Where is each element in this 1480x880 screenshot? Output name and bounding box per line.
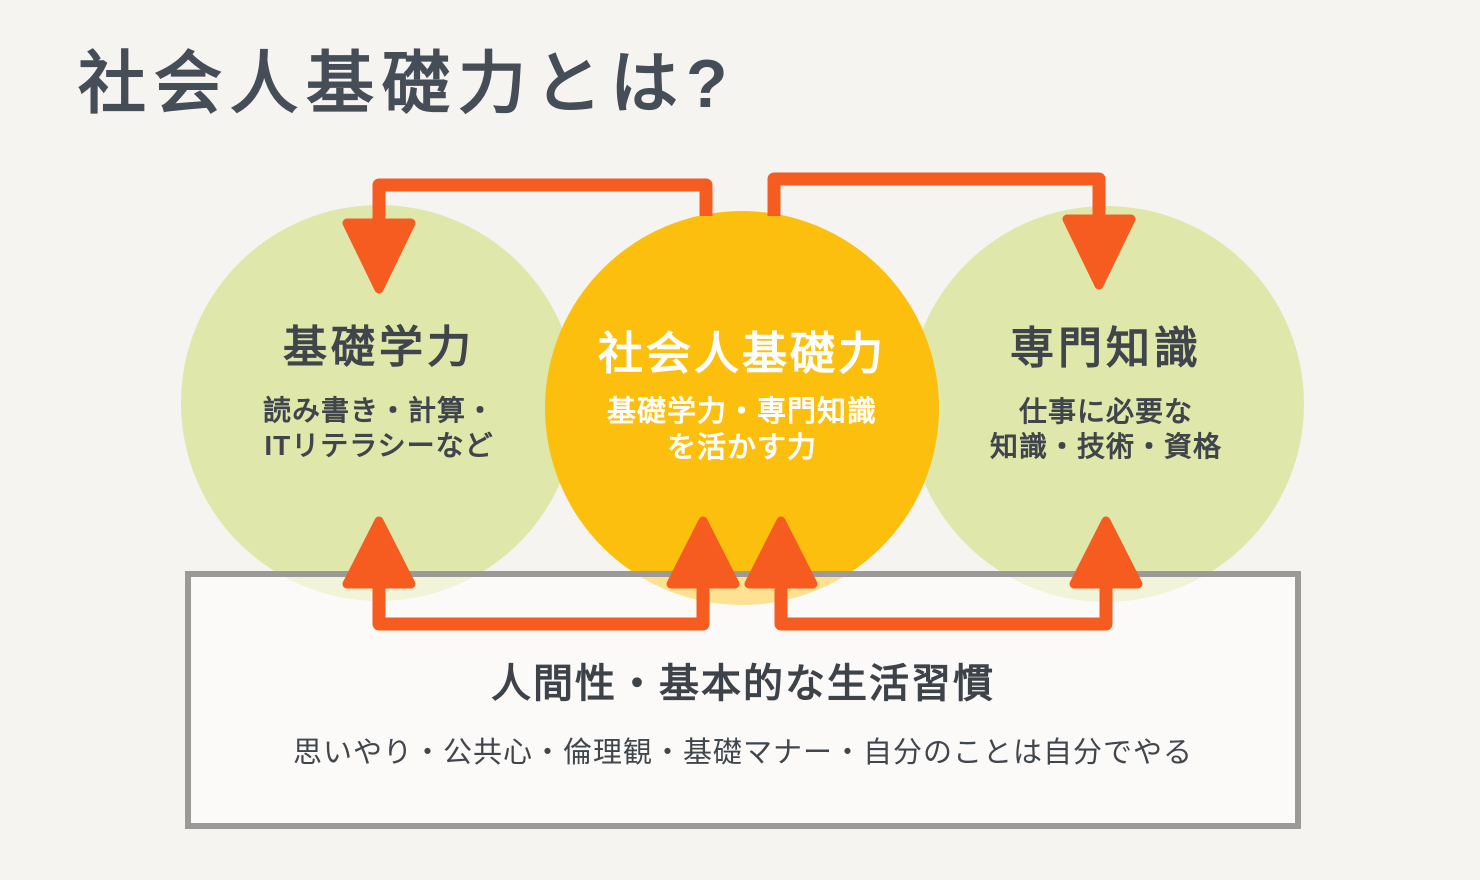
circle-subtext: 基礎学力・専門知識 を活かす力 [515,394,969,466]
circle-subtext-line: 基礎学力・専門知識 [606,396,877,428]
circle-subtext: 仕事に必要な 知識・技術・資格 [878,394,1334,464]
circle-subtext: 読み書き・計算・ ITリテラシーなど [151,393,607,463]
circle-heading: 基礎学力 [283,323,475,372]
foundation-description: 思いやり・公共心・倫理観・基礎マナー・自分のことは自分でやる [292,737,1193,769]
circle-subtext-line: 知識・技術・資格 [989,431,1222,462]
page-title: 社会人基礎力とは? [78,46,736,122]
circle-subtext-line: 読み書き・計算・ [262,395,495,426]
circle-heading: 専門知識 [1010,324,1202,373]
circle-subtext-line: を活かす力 [666,432,817,464]
foundation-heading: 人間性・基本的な生活習慣 [491,662,995,706]
circle-subtext-line: 仕事に必要な [1018,396,1193,427]
circle-core-competency: 社会人基礎力 基礎学力・専門知識 を活かす力 [545,211,939,605]
circle-subtext-line: ITリテラシーなど [264,430,494,461]
foundation-box: 人間性・基本的な生活習慣 思いやり・公共心・倫理観・基礎マナー・自分のことは自分… [185,571,1301,829]
circle-heading: 社会人基礎力 [597,328,886,379]
